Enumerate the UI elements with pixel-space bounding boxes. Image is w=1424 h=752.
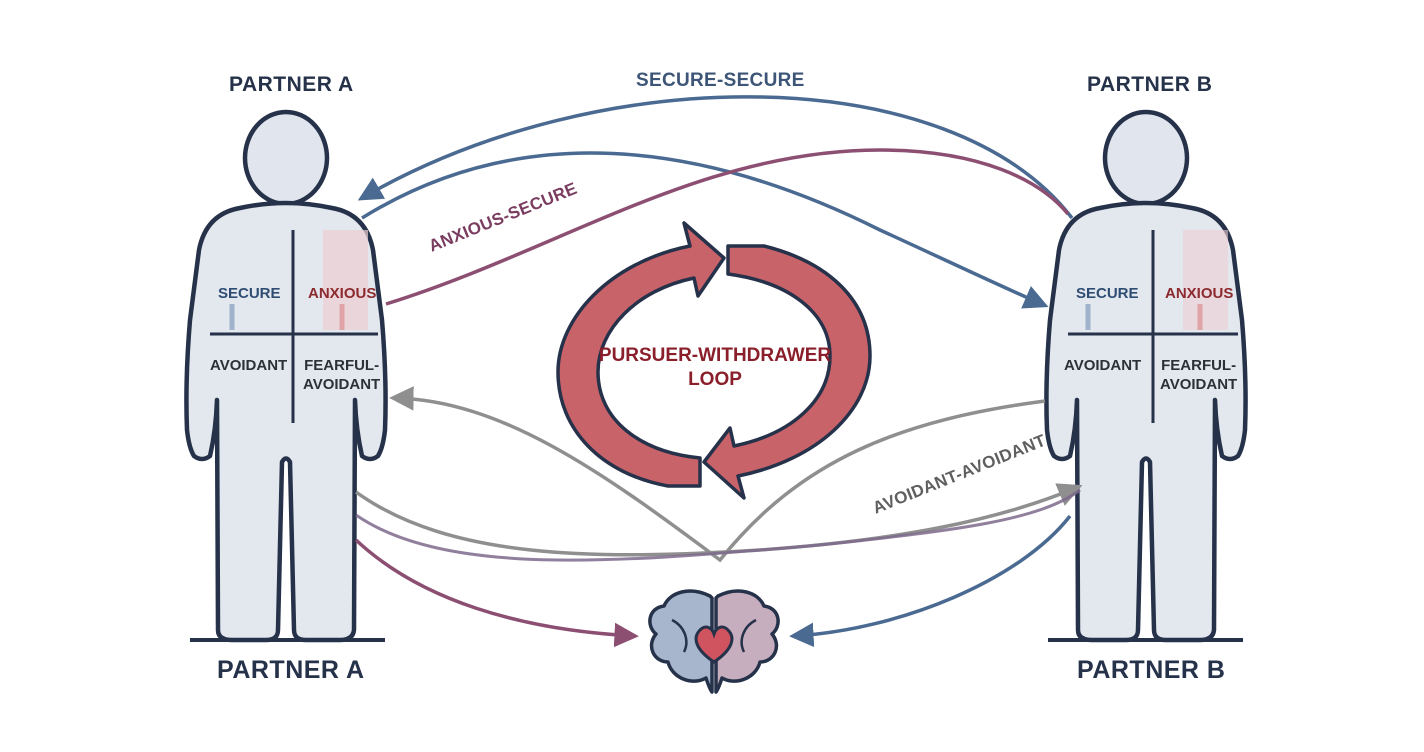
partner-b-fearful-line2: AVOIDANT [1160,376,1238,393]
a-to-brain-arrow [354,538,639,648]
partner-a-anxious-label: ANXIOUS [308,285,377,302]
cycle-arrows-icon [556,221,872,500]
partner-a-avoidant-label: AVOIDANT [210,357,288,374]
partner-b-secure-label: SECURE [1076,285,1139,302]
partner-a-secure-label: SECURE [218,285,281,302]
avoidant-avoidant-arrow [354,483,1083,557]
loop-line-1: PURSUER-WITHDRAWER [598,345,832,366]
brain-heart-icon [648,589,780,694]
pursuer-withdrawer-label: PURSUER-WITHDRAWER LOOP [598,344,832,392]
partner-b-avoidant-label: AVOIDANT [1064,357,1142,374]
partner-b-figure [1044,109,1248,643]
b-to-brain-arrow [789,514,1072,648]
partner-a-fearful-line2: AVOIDANT [303,376,381,393]
partner-a-figure [184,109,388,643]
partner-a-bottom-label: PARTNER A [217,656,365,684]
partner-a-top-label: PARTNER A [229,73,354,96]
secure-crossing-arrow [361,151,1049,309]
avoidant-gray-arrow [389,386,1046,563]
anxious-secure-arrow [385,148,1070,306]
partner-b-anxious-label: ANXIOUS [1165,285,1234,302]
loop-line-2: LOOP [688,369,742,390]
partner-b-fearful-label: FEARFUL- AVOIDANT [1160,356,1237,394]
partner-b-fearful-line1: FEARFUL- [1161,357,1237,374]
secure-secure-label: SECURE-SECURE [636,70,805,91]
partner-b-bottom-label: PARTNER B [1077,656,1226,684]
secure-secure-arrow [357,95,1074,220]
partner-b-top-label: PARTNER B [1087,73,1213,96]
partner-a-fearful-label: FEARFUL- AVOIDANT [303,356,380,394]
plum-lower-arrow [355,488,1081,562]
partner-a-fearful-line1: FEARFUL- [304,357,380,374]
